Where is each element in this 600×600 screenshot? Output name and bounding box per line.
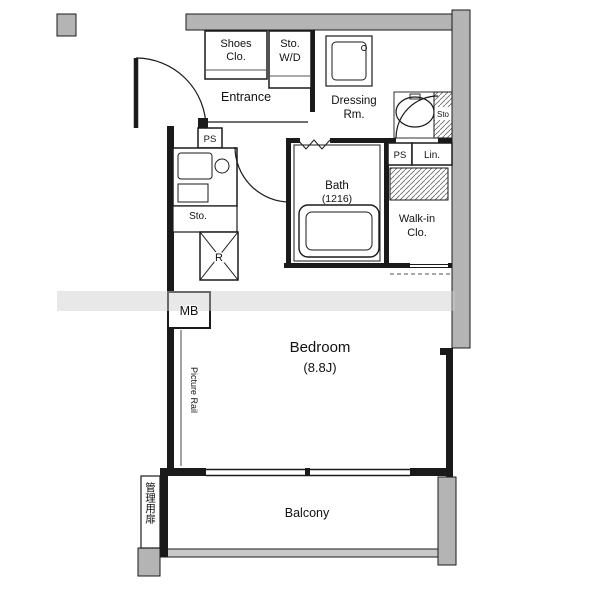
watermark-band: [57, 291, 455, 311]
wall-top: [185, 13, 453, 31]
meter-box: [167, 291, 211, 329]
walk-in-closet-label-1: Walk-in: [399, 213, 435, 225]
pipe-space-hall-label: PS: [394, 150, 407, 161]
shoes-closet-label-2: Clo.: [226, 51, 246, 63]
wall-bath-left: [286, 138, 291, 268]
dressing-room-label-2: Rm.: [343, 109, 364, 121]
service-door-box: [140, 475, 161, 549]
balcony-label: Balcony: [285, 506, 330, 520]
wall-balcony-right: [437, 476, 457, 566]
refrigerator-label: R: [215, 252, 223, 264]
bath-label-2: (1216): [322, 193, 352, 205]
storage-wd-label-1: Sto.: [280, 38, 300, 50]
wall-bath-bottom: [284, 263, 410, 268]
picture-rail-label: Picture Rail: [189, 367, 199, 413]
washer-knob-icon: [361, 45, 367, 51]
wall-window-left: [160, 468, 206, 476]
kitchen-sink-icon: [177, 152, 213, 180]
bedroom-label-1: Bedroom: [290, 339, 351, 356]
bath-unit-outline: [293, 144, 381, 262]
wall-right-upper: [451, 9, 471, 349]
kitchen-counter: [172, 147, 238, 207]
kitchen-storage-label: Sto.: [189, 211, 207, 222]
refrigerator-cross-b: [199, 231, 239, 281]
wall-entrance-stub: [198, 118, 208, 128]
storage-wd-label-2: W/D: [279, 52, 300, 64]
wall-dressing-bottom-c: [438, 138, 452, 143]
walk-in-closet-label-2: Clo.: [407, 227, 427, 239]
storage-upper-right-label: Sto: [437, 110, 450, 119]
pipe-space-entrance-label: PS: [204, 134, 217, 145]
dressing-room-label-1: Dressing: [331, 95, 376, 107]
burner-icon: [214, 158, 230, 174]
wall-dressing-bottom-a: [288, 138, 300, 143]
bathtub-inner-icon: [305, 211, 373, 251]
linen-box: [411, 142, 453, 166]
service-door-label: 管理用扉: [144, 481, 156, 525]
storage-upper-right-label-bg: [434, 107, 452, 120]
wall-right-notch: [440, 348, 453, 355]
hall-door-arc: [234, 146, 291, 203]
bedroom-label-2: (8.8J): [303, 360, 336, 375]
wall-dressing-bottom-b: [330, 138, 396, 143]
kitchen-drainboard-icon: [177, 183, 209, 203]
meter-box-label: MB: [180, 304, 199, 318]
wall-bath-right: [384, 138, 389, 268]
wall-top-left-block: [56, 13, 77, 37]
entrance-label: Entrance: [221, 90, 271, 104]
bath-label-1: Bath: [325, 180, 349, 192]
wall-entrance-right: [310, 30, 315, 112]
balcony-railing: [159, 548, 439, 558]
washer-drum-icon: [331, 41, 367, 81]
washbasin-icon: [395, 96, 435, 128]
storage-wd-box: [268, 30, 312, 89]
wall-wic-bottom-stub: [448, 263, 452, 268]
shoes-closet-box: [204, 30, 268, 80]
kitchen-storage-box: [172, 205, 238, 233]
faucet-icon: [409, 93, 421, 100]
wall-balcony-left: [160, 468, 168, 557]
entrance-door-arc: [135, 57, 207, 129]
window-stile: [305, 468, 310, 476]
wall-window-right: [410, 468, 453, 476]
bath-folding-door-icon: [297, 139, 331, 150]
washer-pan-icon: [325, 35, 373, 87]
bathtub-icon: [298, 204, 380, 258]
wic-hanger-area: [389, 167, 449, 201]
linen-label: Lin.: [424, 150, 440, 161]
wall-right-lower: [446, 348, 453, 477]
wall-bottom-left-block: [137, 547, 161, 577]
shoes-closet-label-1: Shoes: [220, 38, 252, 50]
dressing-door-arc: [395, 95, 439, 139]
